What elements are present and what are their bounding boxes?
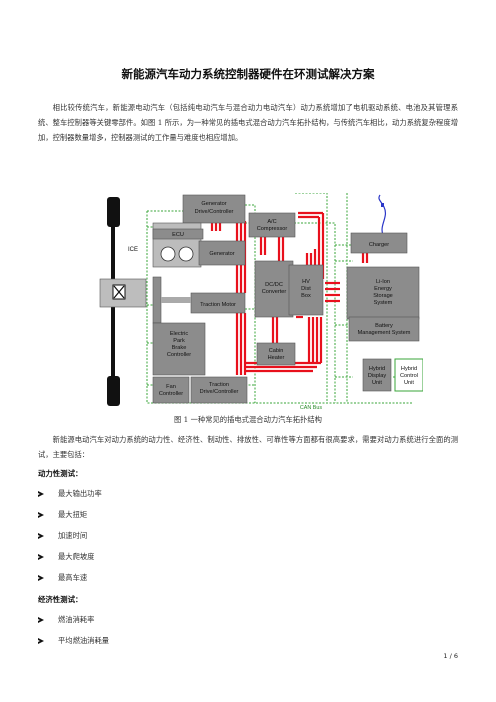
- label-hdu-1: Hybrid: [369, 366, 385, 372]
- gearbox-icon: [112, 284, 126, 300]
- label-fan-2: Controller: [159, 391, 183, 397]
- label-ac-1: A/C: [267, 219, 276, 225]
- label-gen-ctrl-2: Drive/Controller: [195, 209, 234, 215]
- arrow-bullet-icon: [38, 512, 44, 518]
- engine-cylinders: [160, 246, 194, 262]
- label-tdc-2: Drive/Controller: [200, 389, 239, 395]
- label-generator: Generator: [209, 251, 234, 257]
- ac-compressor-box: [248, 212, 296, 238]
- traction-controller-box: [190, 376, 248, 404]
- label-bms-1: Battery: [375, 323, 393, 329]
- bms-box: [348, 316, 420, 342]
- figure-caption: 图 1 一种常见的插电式混合动力汽车拓扑结构: [174, 415, 322, 424]
- label-ecu: ECU: [172, 232, 184, 238]
- list-item: 最高车速: [38, 573, 87, 583]
- label-can-bus: CAN Bus: [300, 405, 322, 411]
- label-ice: ICE: [128, 247, 138, 253]
- list-item: 加速时间: [38, 531, 87, 541]
- label-li-3: Storage: [373, 293, 393, 299]
- label-charger: Charger: [369, 242, 389, 248]
- arrow-bullet-icon: [38, 554, 44, 560]
- hv-dist-box: [288, 264, 324, 316]
- list-item: 最大爬坡度: [38, 552, 94, 562]
- li-ion-box: [346, 266, 420, 320]
- label-epb-3: Brake: [172, 345, 187, 351]
- list-item: 最大扭矩: [38, 510, 87, 520]
- intro-paragraph: 相比较传统汽车，新能源电动汽车（包括纯电动汽车与混合动力电动汽车）动力系统增加了…: [38, 103, 458, 142]
- component-boxes: [99, 194, 420, 404]
- list-item: 平均燃油消耗量: [38, 636, 109, 646]
- charging-plug-icon: [378, 194, 386, 236]
- label-cabin-2: Heater: [268, 355, 285, 361]
- label-hdu-3: Unit: [372, 380, 382, 386]
- label-gen-ctrl-1: Generator: [201, 201, 226, 207]
- label-hcu-2: Control: [400, 373, 418, 379]
- label-hv-3: Box: [301, 293, 311, 299]
- page-number: 1 / 6: [443, 652, 458, 660]
- label-cabin-1: Cabin: [269, 348, 284, 354]
- label-tdc-1: Traction: [209, 382, 229, 388]
- label-epb-1: Electric: [170, 331, 189, 337]
- label-hv-1: HV: [302, 279, 310, 285]
- ecu-box: [152, 228, 204, 240]
- label-li-4: System: [374, 300, 393, 306]
- charger-box: [350, 232, 408, 254]
- label-epb-2: Park: [173, 338, 185, 344]
- generator-box: [198, 240, 246, 266]
- label-hcu-3: Unit: [404, 380, 414, 386]
- label-fan-1: Fan: [166, 384, 176, 390]
- arrow-bullet-icon: [38, 638, 44, 644]
- list-item: 最大输出功率: [38, 489, 102, 499]
- dcdc-converter-box: [254, 260, 294, 318]
- label-hdu-2: Display: [368, 373, 387, 379]
- arrow-bullet-icon: [38, 533, 44, 539]
- list-item: 燃油消耗率: [38, 615, 94, 625]
- label-hcu-1: Hybrid: [401, 366, 417, 372]
- label-li-1: Li-Ion: [376, 279, 390, 285]
- section-heading-power: 动力性测试：: [38, 469, 83, 478]
- fan-controller-box: [152, 376, 190, 404]
- hybrid-display-box: [362, 358, 392, 392]
- label-hv-2: Dist: [301, 286, 311, 292]
- hybrid-topology-figure: Generator Drive/Controller A/C Compresso…: [95, 193, 423, 411]
- arrow-bullet-icon: [38, 575, 44, 581]
- page-title: 新能源汽车动力系统控制器硬件在环测试解决方案: [121, 67, 375, 81]
- section-heading-economy: 经济性测试：: [38, 595, 83, 604]
- tests-intro-paragraph: 新能源电动汽车对动力系统的动力性、经济性、制动性、排放性、可靠性等方面都有很高要…: [38, 435, 458, 459]
- arrow-bullet-icon: [38, 491, 44, 497]
- shaft-block: [152, 276, 162, 324]
- label-epb-4: Controller: [167, 352, 191, 358]
- hybrid-control-unit-box: [394, 358, 423, 392]
- arrow-bullet-icon: [38, 617, 44, 623]
- label-traction-motor: Traction Motor: [200, 302, 236, 308]
- drive-shaft: [161, 297, 191, 303]
- cabin-heater-box: [256, 342, 296, 366]
- generator-controller-box: [182, 194, 246, 224]
- epb-box: [152, 322, 206, 376]
- label-dcdc-2: Converter: [262, 289, 287, 295]
- label-dcdc-1: DC/DC: [265, 282, 283, 288]
- label-ac-2: Compressor: [257, 226, 288, 232]
- label-li-2: Energy: [374, 286, 392, 292]
- label-bms-2: Management System: [358, 330, 411, 336]
